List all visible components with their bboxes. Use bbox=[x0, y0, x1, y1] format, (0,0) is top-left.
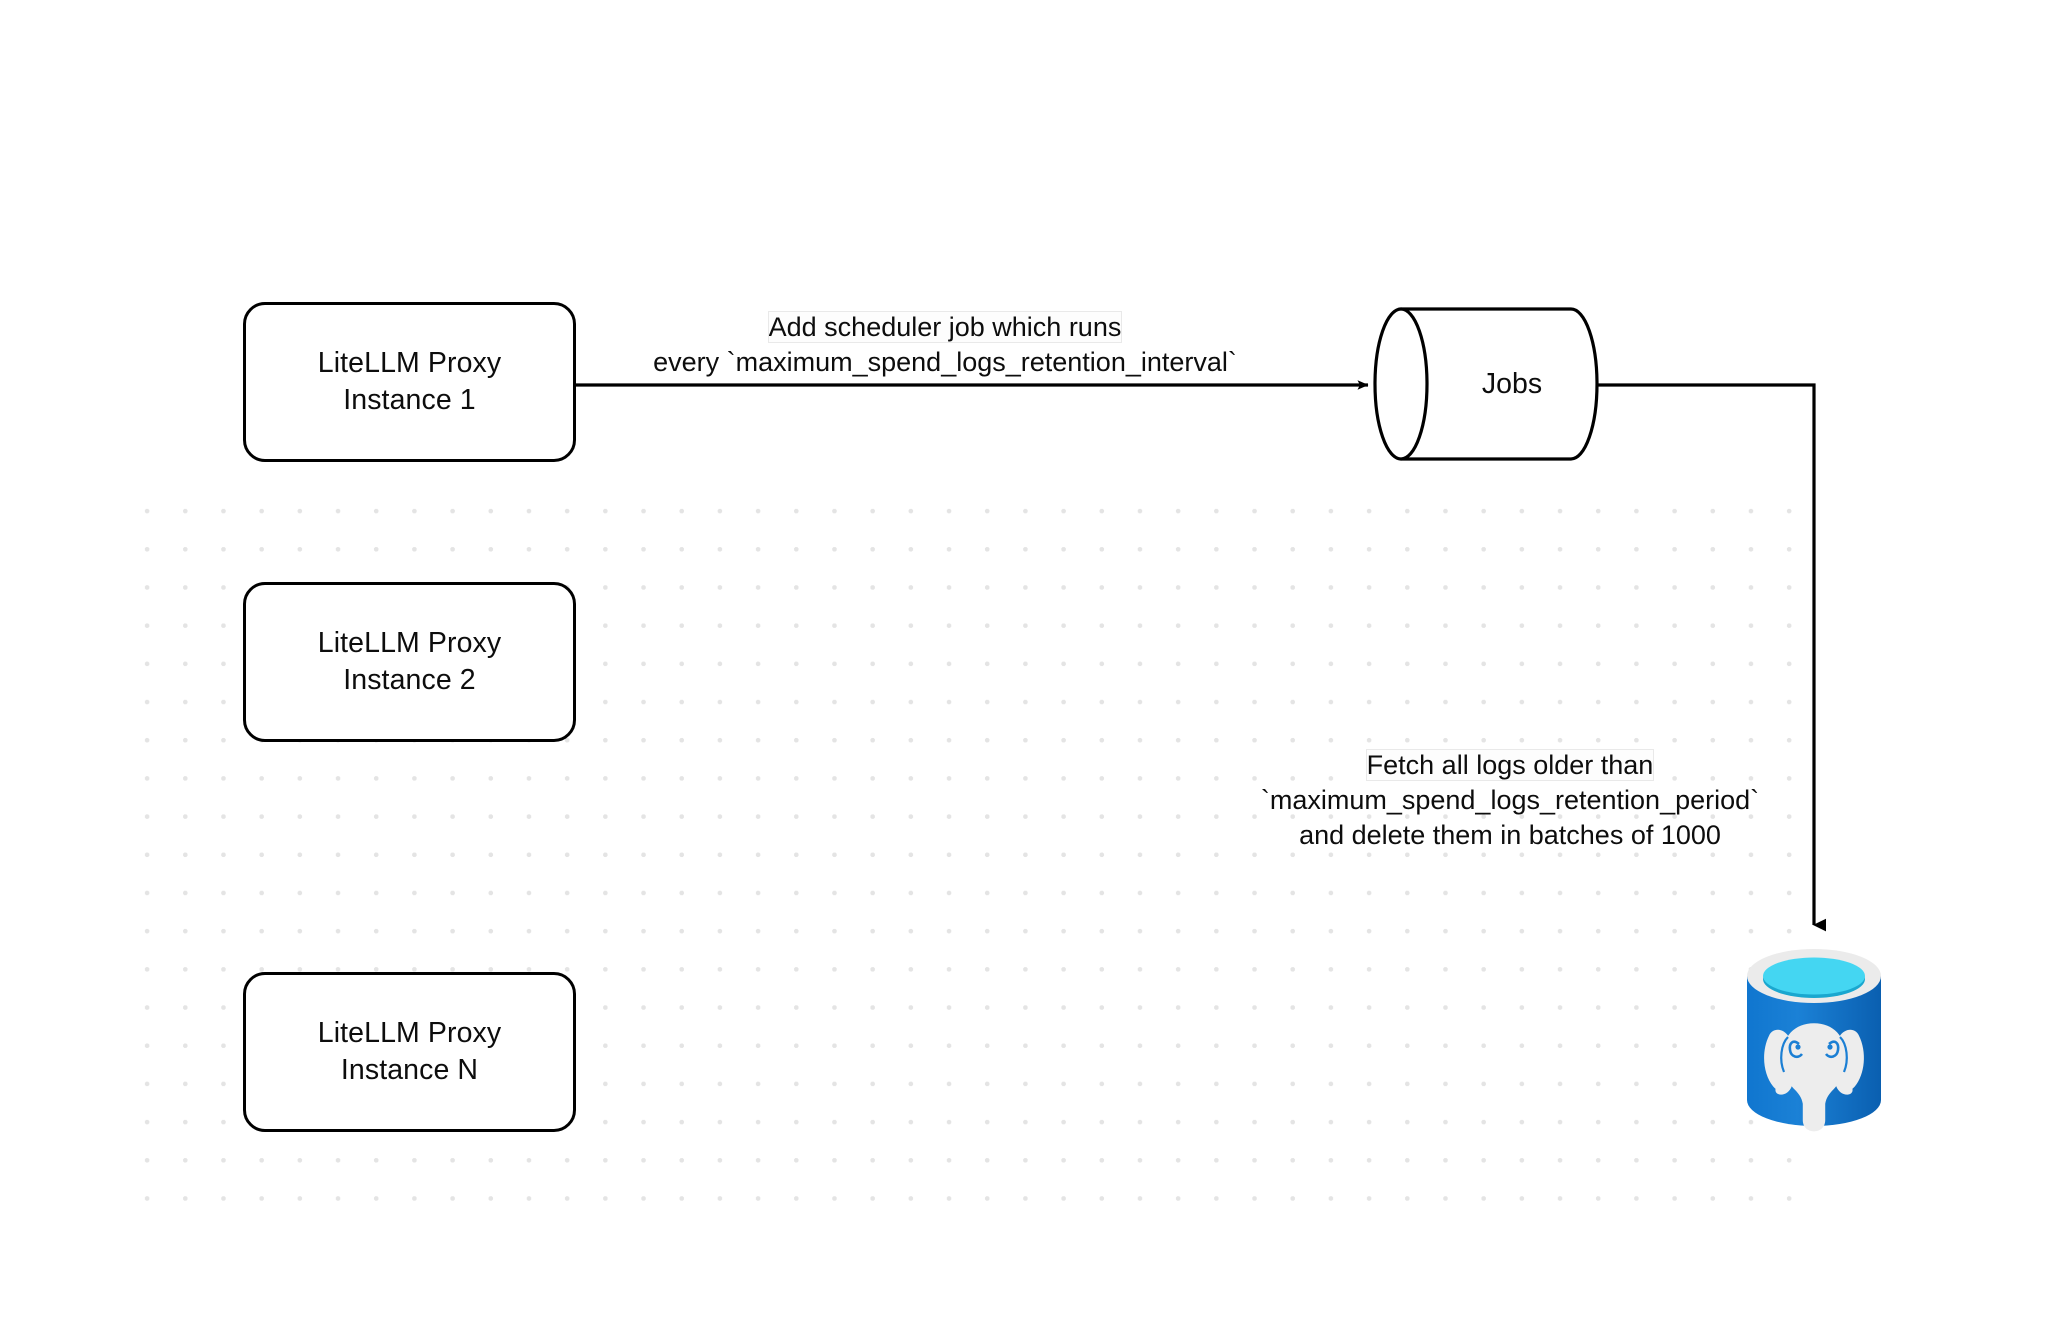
edge-label-line: Add scheduler job which runs bbox=[767, 311, 1123, 343]
postgresql-icon bbox=[1747, 949, 1881, 1132]
node-litellm-proxy-instance-1[interactable]: LiteLLM Proxy Instance 1 bbox=[243, 302, 576, 462]
node-label-line: Instance N bbox=[340, 1054, 479, 1086]
node-litellm-proxy-instance-2[interactable]: LiteLLM Proxy Instance 2 bbox=[243, 582, 576, 742]
node-label-line: LiteLLM Proxy bbox=[317, 626, 502, 659]
edge-jobs-to-postgres bbox=[1597, 383, 1826, 932]
node-label-line: Instance 1 bbox=[343, 384, 476, 416]
edge-label-line: and delete them in batches of 1000 bbox=[1299, 820, 1721, 851]
cylinder-shape bbox=[1373, 307, 1599, 461]
edge-label-line: every `maximum_spend_logs_retention_inte… bbox=[653, 347, 1237, 378]
edge-label-line: `maximum_spend_logs_retention_period` bbox=[1260, 785, 1760, 816]
node-jobs-label: Jobs bbox=[1481, 367, 1543, 400]
node-label-line: LiteLLM Proxy bbox=[317, 346, 502, 379]
node-label-line: Instance 2 bbox=[343, 664, 476, 696]
node-postgres-database[interactable] bbox=[1743, 940, 1885, 1136]
edge-label-line: Fetch all logs older than bbox=[1365, 749, 1655, 781]
node-label-line: LiteLLM Proxy bbox=[317, 1016, 502, 1049]
node-jobs-queue[interactable]: Jobs bbox=[1373, 305, 1599, 463]
edge-label-scheduler: Add scheduler job which runs every `maxi… bbox=[600, 310, 1290, 380]
edge-label-fetch: Fetch all logs older than `maximum_spend… bbox=[1230, 748, 1790, 853]
node-litellm-proxy-instance-n[interactable]: LiteLLM Proxy Instance N bbox=[243, 972, 576, 1132]
